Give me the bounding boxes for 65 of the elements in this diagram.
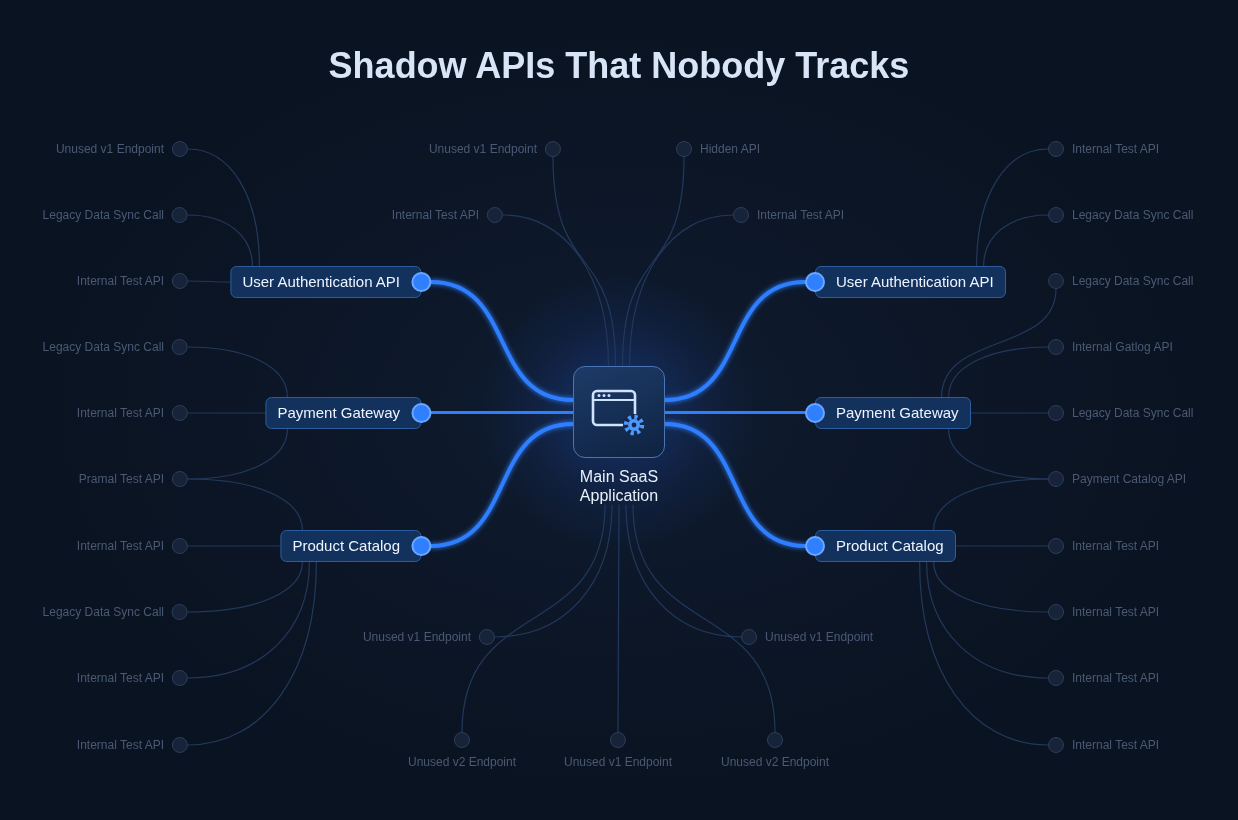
endpoint-label: Internal Test API: [1072, 737, 1160, 753]
endpoint-label: Unused v1 Endpoint: [428, 141, 537, 157]
api-card: User Authentication API: [815, 266, 1006, 298]
connector-line: [948, 346, 1049, 398]
endpoint-label: Unused v1 Endpoint: [765, 629, 874, 645]
endpoint-label: Pramal Test API: [78, 471, 164, 487]
glowing-connector: [663, 422, 807, 548]
connector-line: [494, 504, 613, 638]
endpoint-label: Unused v1 Endpoint: [563, 754, 673, 770]
endpoint-label: Legacy Data Sync Call: [1072, 207, 1194, 223]
connector-line: [941, 288, 1057, 398]
endpoint-label: Internal Test API: [76, 538, 164, 554]
connector-line: [187, 561, 310, 679]
connector-line: [933, 478, 1049, 531]
endpoint-label: Payment Catalog API: [1072, 471, 1187, 487]
api-card: Product Catalog: [280, 530, 421, 562]
endpoint-label: Internal Test API: [1072, 670, 1160, 686]
api-card: Product Catalog: [815, 530, 956, 562]
connector-line: [187, 280, 231, 283]
endpoint-label: Internal Test API: [1072, 141, 1160, 157]
title: Shadow APIs That Nobody Tracks: [327, 44, 911, 88]
connector-line: [552, 156, 617, 367]
connector-line: [625, 504, 742, 638]
glowing-connector: [663, 280, 807, 402]
endpoint-label: Legacy Data Sync Call: [1072, 405, 1194, 421]
connector-line: [933, 561, 1049, 613]
api-card: Payment Gateway: [815, 397, 971, 429]
endpoint-label: Legacy Data Sync Call: [42, 339, 164, 355]
endpoint-label: Internal Test API: [1072, 538, 1160, 554]
connector-line: [187, 346, 288, 398]
connector-line: [976, 148, 1049, 267]
endpoint-label: Internal Test API: [76, 273, 164, 289]
endpoint-label: Internal Gatlog API: [1072, 339, 1173, 355]
endpoint-label: Internal Test API: [757, 207, 845, 223]
connector-line: [461, 504, 606, 733]
api-card: User Authentication API: [230, 266, 421, 298]
endpoint-label: Internal Test API: [76, 670, 164, 686]
connector-line: [983, 214, 1049, 267]
connector-line: [187, 478, 303, 531]
endpoint-label: Unused v2 Endpoint: [720, 754, 830, 770]
connector-line: [632, 504, 776, 733]
endpoint-label: Legacy Data Sync Call: [1072, 273, 1194, 289]
connector-line: [502, 214, 610, 367]
endpoint-label: Unused v1 Endpoint: [55, 141, 164, 157]
glowing-connector: [663, 410, 807, 415]
connector-line: [187, 561, 317, 746]
endpoint-label: Internal Test API: [391, 207, 479, 223]
connector-line: [617, 504, 620, 733]
endpoint-label: Unused v2 Endpoint: [407, 754, 517, 770]
connector-line: [621, 156, 685, 367]
endpoint-label: Internal Test API: [76, 405, 164, 421]
connector-line: [628, 214, 734, 367]
endpoint-label: Legacy Data Sync Call: [42, 207, 164, 223]
connector-line: [187, 561, 303, 613]
endpoint-label: Internal Test API: [1072, 604, 1160, 620]
endpoint-label: Hidden API: [700, 141, 761, 157]
api-card: Payment Gateway: [265, 397, 421, 429]
connector-line: [926, 561, 1049, 679]
endpoint-label: Legacy Data Sync Call: [42, 604, 164, 620]
endpoint-label: Internal Test API: [76, 737, 164, 753]
endpoint-label: Unused v1 Endpoint: [362, 629, 471, 645]
connector-line: [919, 561, 1049, 746]
node-label: Main SaaS Application: [578, 467, 660, 505]
connector-line: [187, 214, 253, 267]
connector-line: [187, 148, 260, 267]
